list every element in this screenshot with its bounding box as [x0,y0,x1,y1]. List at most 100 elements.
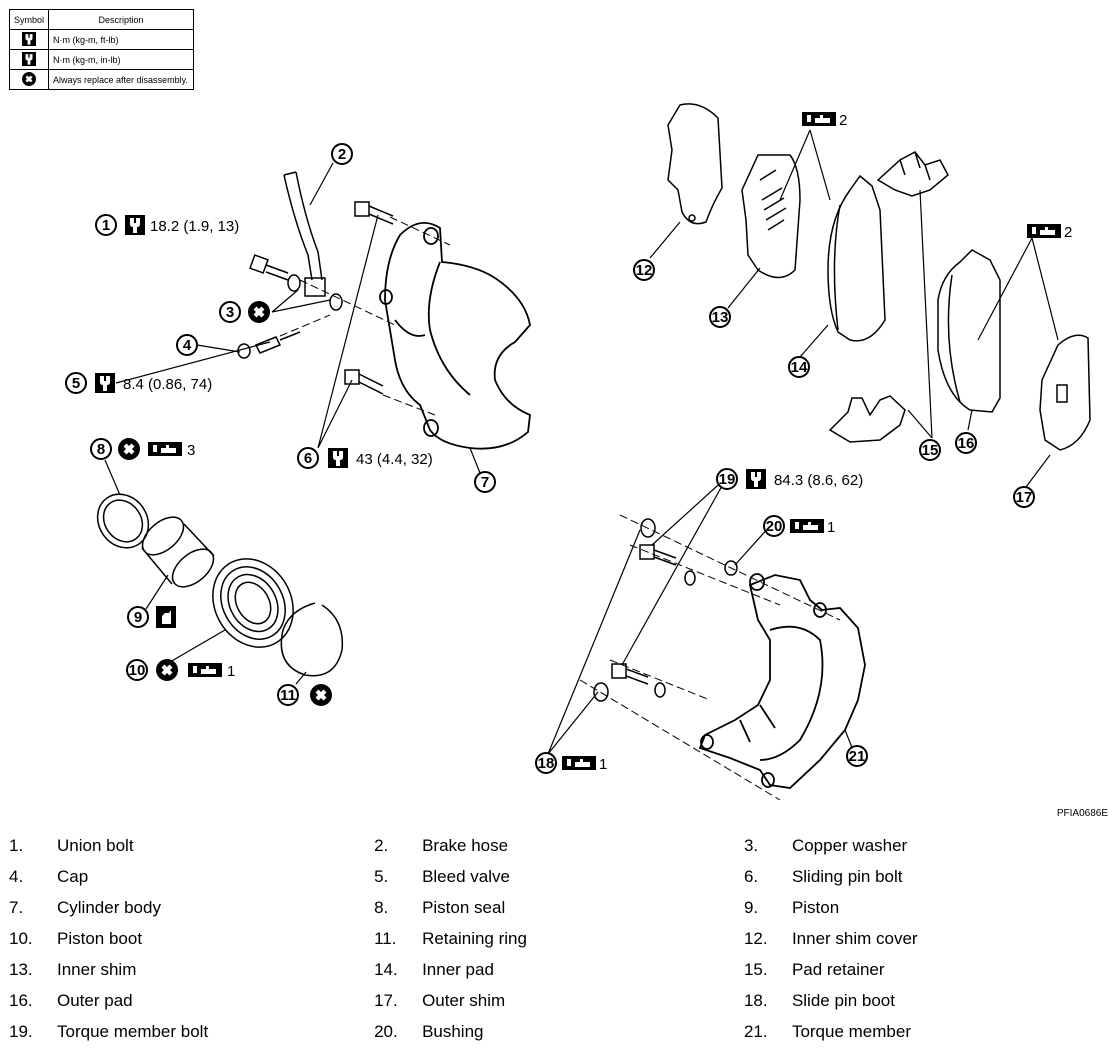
list-item: 21.Torque member [744,1022,1109,1042]
legend-description: N·m (kg-m, in-lb) [48,49,195,70]
svg-text:3: 3 [187,442,195,459]
part-name: Sliding pin bolt [791,866,903,886]
callout-20: 20 1 [763,515,835,537]
part-number: 14. [374,959,398,979]
part-name: Bushing [422,1021,484,1041]
part-name: Piston seal [422,897,506,917]
part-name: Piston boot [57,928,143,948]
part-name: Inner shim [57,959,137,979]
brake-fluid-icon [156,606,176,628]
piston-boot [212,558,294,648]
callout-3: 3 [219,301,270,323]
svg-text:18.2 (1.9, 13): 18.2 (1.9, 13) [150,218,239,235]
part-number: 7. [9,897,24,917]
part-number: 17. [374,990,398,1010]
list-item: 11.Retaining ring [374,929,744,949]
piston [141,516,215,588]
svg-text:17: 17 [1016,489,1033,506]
retaining-ring [280,602,344,677]
part-name: Brake hose [422,835,509,855]
part-number: 2. [374,835,389,855]
part-number: 15. [743,959,768,979]
svg-text:84.3 (8.6, 62): 84.3 (8.6, 62) [774,472,863,489]
svg-text:4: 4 [183,337,192,354]
outer-pad [937,249,1001,413]
svg-text:3: 3 [226,304,234,321]
svg-text:14: 14 [791,359,808,376]
inner-pad [827,174,886,342]
torque-member-bolts [611,544,677,685]
legend-header-description: Description [48,9,195,30]
always-replace-icon [248,301,270,323]
list-item: 1.Union bolt [9,836,374,856]
list-item: 8.Piston seal [374,898,744,918]
copper-washers [287,274,343,311]
svg-text:1: 1 [102,217,110,234]
part-number: 1. [9,835,24,855]
figure-code: PFIA0686E [1056,808,1108,819]
torque-wrench-icon [22,31,36,46]
svg-text:9: 9 [134,609,142,626]
part-name: Outer shim [422,990,506,1010]
grease-icon [802,112,836,126]
callout-13: 13 2 [709,112,847,328]
cylinder-center-lines [279,216,451,416]
part-number: 4. [9,866,24,886]
part-number: 6. [743,866,759,886]
leader-lines [104,129,1059,755]
part-name: Torque member bolt [57,1021,209,1041]
list-item: 6. Sliding pin bolt [744,867,1109,887]
list-item: 9.Piston [744,898,1109,918]
slide-pin-boots [593,518,656,702]
svg-text:20: 20 [766,518,783,535]
svg-text:15: 15 [922,442,939,459]
part-number: 5. [374,866,389,886]
cap [237,343,251,359]
part-name: Slide pin boot [791,990,895,1010]
svg-text:5: 5 [72,375,80,392]
part-number: 10. [9,928,33,948]
grease-icon [1027,224,1061,238]
svg-text:7: 7 [481,474,489,491]
part-number: 12. [743,928,768,948]
callout-4: 4 [176,334,198,356]
callout-1: 1 18.2 (1.9, 13) [95,214,239,236]
part-name: Outer pad [57,990,133,1010]
svg-text:43 (4.4, 32): 43 (4.4, 32) [356,451,433,468]
list-item: 13.Inner shim [9,960,374,980]
exploded-diagram: 1 18.2 (1.9, 13) 2 3 4 5 8.4 (0.86, 74) … [65,103,1091,800]
legend-description: Always replace after disassembly. [48,69,195,90]
svg-text:1: 1 [599,756,607,773]
list-item: 5.Bleed valve [374,867,744,887]
torque-wrench-small-icon [95,373,115,393]
always-replace-icon [156,659,178,681]
part-name: Inner pad [422,959,494,979]
svg-text:2: 2 [1064,224,1072,241]
part-name: Torque member [791,1021,911,1041]
callout-12: 12 [633,259,655,281]
part-number: 18. [743,990,768,1010]
list-item: 7. Cylinder body [9,898,374,918]
svg-text:2: 2 [839,112,847,129]
callout-10: 10 1 [126,659,235,681]
callout-11: 11 [277,684,332,706]
svg-text:8.4 (0.86, 74): 8.4 (0.86, 74) [123,376,212,393]
torque-wrench-icon [746,469,766,489]
list-item: 20.Bushing [374,1022,744,1042]
part-name: Copper washer [791,835,908,855]
callout-21: 21 [846,745,868,767]
svg-text:1: 1 [827,519,835,536]
bushings [654,560,738,698]
part-name: Retaining ring [422,928,527,948]
part-name: Pad retainer [791,959,885,979]
list-item: 10. Piston boot [9,929,374,949]
part-name: Cylinder body [57,897,161,917]
piston-seal [96,493,150,549]
list-item: 12.Inner shim cover [744,929,1109,949]
